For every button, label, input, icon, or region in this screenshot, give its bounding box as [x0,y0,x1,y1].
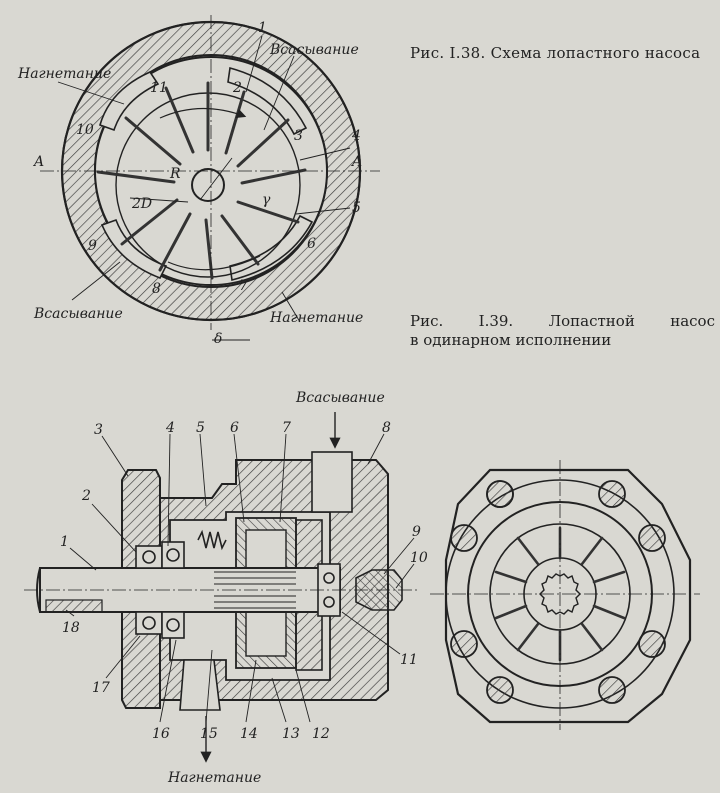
part-number: 11 [400,652,418,668]
part-number: 10 [76,122,94,138]
label-radius: R [169,166,181,182]
part-number: 1 [60,534,69,550]
bearings [135,541,341,639]
part-number: 5 [352,200,361,216]
label-angle: γ [262,192,271,208]
part-number: 5 [196,420,205,436]
section-leader-lines [65,433,415,723]
label-discharge: Нагнетание [167,770,261,786]
part-number: 11 [150,80,168,96]
intake-channel [311,451,353,513]
vanes [96,81,307,280]
part-number: 18 [62,620,80,636]
bolt [598,676,626,704]
port-window [99,70,160,132]
part-number: 9 [412,524,421,540]
shaft-key [45,599,103,613]
part-number: 7 [239,278,248,294]
part-number: 9 [88,238,97,254]
figure-39-caption: Рис. I.39. Лопастной насос в одинарном и… [410,312,715,350]
part-number: 14 [240,726,258,742]
label-discharge-left: Нагнетание [17,66,111,82]
label-axis-a-left: A [32,154,44,170]
part-number: 17 [92,680,110,696]
caption-word: насос [670,312,715,330]
part-number: 7 [282,420,291,436]
label-axis-a-right: A [350,154,362,170]
caption-word: I.39. [478,312,514,330]
part-number: 1 [258,20,267,36]
bolt [486,480,514,508]
port-window [227,66,308,136]
part-number: 16 [152,726,170,742]
part-number: 13 [282,726,300,742]
label-intake-top: Всасывание [269,42,359,58]
caption-word: Лопастной [548,312,635,330]
label-intake-bottom: Всасывание [33,306,123,322]
part-number: 8 [382,420,391,436]
leader-lines [57,35,351,341]
bolt [450,524,478,552]
label-intake: Всасывание [295,390,385,406]
shaft-splines [214,571,296,609]
label-delta: δ [214,331,222,347]
spring [197,529,227,551]
shaft [191,168,225,202]
bolt [638,524,666,552]
part-number: 3 [294,128,303,144]
part-number: 6 [230,420,239,436]
label-diameter: 2D [131,196,152,212]
bolt [486,676,514,704]
part-number: 3 [94,422,103,438]
end-view-vanes [494,526,626,662]
figure-38-diagram: Всасывание Нагнетание Всасывание Нагнета… [17,15,380,347]
label-discharge-bottom: Нагнетание [269,310,363,326]
caption-word: Рис. [410,312,444,330]
part-number: 2 [232,80,242,96]
part-number: 10 [410,550,428,566]
figure-39-caption-line2: в одинарном исполнении [410,331,612,349]
figure-39-end-view [430,460,700,730]
figure-39-section-view: Всасывание Нагнетание [24,390,428,786]
part-number: 8 [152,281,161,297]
figure-38-caption: Рис. I.38. Схема лопастного насоса [410,44,701,62]
part-number: 15 [200,726,218,742]
discharge-channel [179,659,221,711]
bolt [598,480,626,508]
part-number: 2 [81,488,91,504]
end-view-bolts [450,480,666,704]
part-number: 12 [312,726,330,742]
part-number: 6 [307,236,316,252]
bolt [450,630,478,658]
figure-39-caption-line1: Рис. I.39. Лопастной насос [410,312,715,331]
part-number: 4 [351,128,361,144]
rotation-arrow [159,107,247,119]
port-window [100,218,168,280]
part-number: 4 [165,420,175,436]
rotation-arrow [167,255,261,271]
bolt [638,630,666,658]
